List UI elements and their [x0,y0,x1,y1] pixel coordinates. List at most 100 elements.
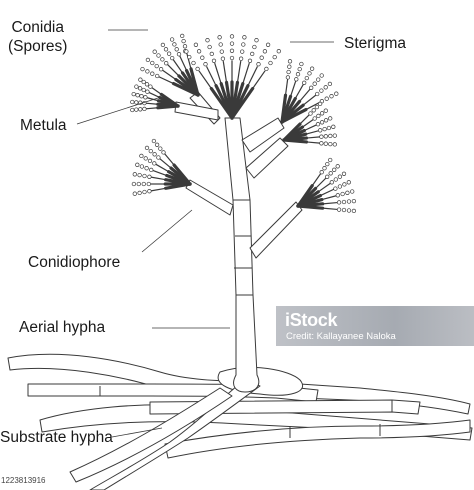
sterigma [151,86,162,95]
conidium [324,96,329,101]
conidium [134,84,139,89]
conidium [229,48,235,53]
conidium [268,60,273,66]
conidium [241,42,246,47]
sterigma [145,102,158,105]
conidium [314,104,320,110]
conidium [328,141,333,147]
label-conidia-line2: (Spores) [8,38,68,55]
conidium [242,35,247,40]
conidium [312,81,317,86]
conidium [319,111,325,116]
conidium [259,55,264,60]
conidium [350,189,355,194]
conidium [205,38,210,43]
sterigma [145,107,158,110]
conidium [323,85,328,90]
sterigma [164,153,175,166]
conidium [307,71,312,76]
conidium [174,47,179,52]
sterigma [148,91,160,98]
conidium [285,75,291,80]
conidium [325,174,330,179]
conidium [140,66,145,72]
sterigma [305,101,321,111]
conidium [150,71,155,76]
conidium [180,33,185,39]
metula [230,86,255,120]
conidium [149,167,154,173]
conidium [132,172,137,177]
conidium [200,55,205,60]
conidium [218,42,223,47]
sterigma [294,84,304,99]
conidium [312,116,317,121]
conidium [182,44,188,49]
conidium [144,145,150,151]
conidium [229,41,235,46]
sterigma [205,66,217,86]
sterigma [284,79,289,96]
conidium [151,138,157,144]
conidium [155,73,160,79]
sterigma [311,173,322,187]
conidium [138,77,143,82]
conidium [316,113,321,119]
conidium [152,49,157,54]
conidium [181,38,186,44]
sterigma [322,201,338,205]
conidium [238,56,244,61]
conidium [144,166,149,171]
conidium [333,177,338,182]
conidium [332,167,337,172]
conidium [137,190,142,196]
sterigma [214,62,222,84]
conidium [147,189,152,194]
conidium [169,37,175,42]
conidium [341,207,347,213]
label-sterigma: Sterigma [344,35,407,52]
leader-metula [76,97,159,125]
conidium [229,55,235,61]
conidium [254,38,259,43]
conidium [184,49,189,54]
watermark-box [276,306,474,346]
conidium [341,171,347,176]
metula [159,92,180,108]
conidium [286,69,291,75]
conidium [256,62,261,67]
watermark-credit: Credit: Kallayanee Naloka [286,331,396,342]
conidium [138,107,143,112]
left-branch [185,179,234,216]
conidium [328,171,333,176]
sterigma [159,158,172,169]
substrate-hypha-branch-2 [69,387,233,483]
conidium [134,100,139,105]
sterigma [322,207,338,211]
label-conidia: Conidia (Spores) [8,18,67,56]
conidium [156,53,161,58]
conidium [325,161,330,167]
conidium [345,190,350,195]
conidium [158,67,164,72]
conidium [346,180,351,185]
conidium [150,60,155,66]
conidium [319,134,324,139]
conidium [322,126,327,132]
conidium [311,108,316,113]
conidium [328,116,333,121]
conidium [331,124,336,129]
sterigma [302,94,317,106]
conidium [211,58,217,63]
conidium [160,42,166,48]
conidium [147,158,153,164]
conidium [196,49,202,54]
conidium [131,91,136,97]
conidium [139,164,145,169]
conidium [319,88,324,93]
conidium [294,77,299,82]
conidium [264,66,269,72]
sterigma [152,169,167,177]
sterigma [158,76,174,85]
conidium [161,150,166,155]
